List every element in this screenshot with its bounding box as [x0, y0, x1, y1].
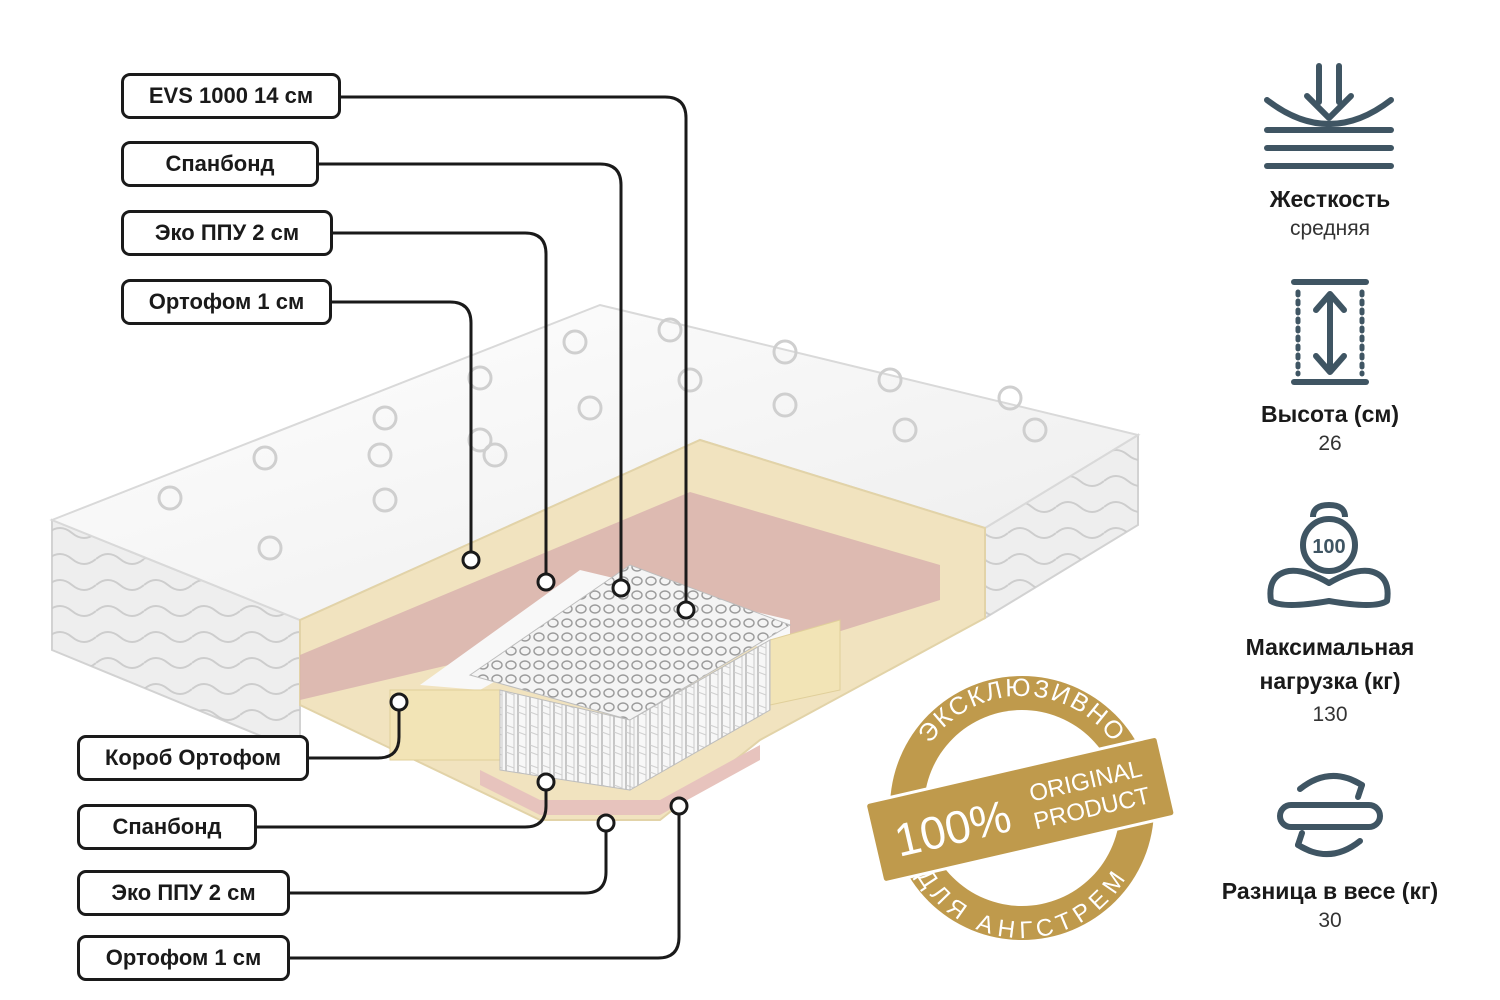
label-spunbond-bottom: Спанбонд	[77, 804, 257, 850]
max-load-icon: 100	[1267, 502, 1391, 608]
spec-max-load-title-2: нагрузка (кг)	[1259, 668, 1401, 694]
mattress	[49, 303, 1141, 821]
label-evs-1000: EVS 1000 14 см	[121, 73, 341, 119]
spec-height: Высота (см) 26	[1230, 397, 1430, 457]
mattress-tufts	[157, 317, 1048, 561]
spec-firmness: Жесткость средняя	[1230, 182, 1430, 242]
label-ortofom-bottom: Ортофом 1 см	[77, 935, 290, 981]
spec-height-value: 26	[1318, 432, 1342, 455]
leader-lines	[256, 95, 688, 960]
leader-dots	[389, 550, 696, 833]
label-ortofom-top: Ортофом 1 см	[121, 279, 332, 325]
firmness-icon	[1264, 63, 1394, 169]
spec-max-load-value: 130	[1312, 703, 1348, 726]
weight-difference-icon	[1277, 772, 1383, 858]
spec-firmness-value: средняя	[1290, 217, 1370, 240]
spec-weight-difference-value: 30	[1318, 909, 1342, 932]
original-product-seal: ЭКСКЛЮЗИВНО ДЛЯ АНГСТРЕМ 100% ORIGINAL P…	[864, 674, 1177, 944]
spec-max-load-title-1: Максимальная	[1245, 634, 1415, 660]
label-korob-ortofom: Короб Ортофом	[77, 735, 309, 781]
spec-weight-difference: Разница в весе (кг) 30	[1190, 874, 1470, 934]
label-eco-ppu-top: Эко ППУ 2 см	[121, 210, 333, 256]
spec-firmness-title: Жесткость	[1269, 186, 1391, 212]
height-icon	[1291, 279, 1369, 385]
label-eco-ppu-bottom: Эко ППУ 2 см	[77, 870, 290, 916]
spec-max-load: Максимальная нагрузка (кг) 130	[1215, 630, 1445, 728]
spring-block-top	[468, 564, 792, 721]
spec-height-title: Высота (см)	[1260, 401, 1400, 427]
spec-weight-difference-title: Разница в весе (кг)	[1221, 878, 1439, 904]
label-spunbond-top: Спанбонд	[121, 141, 319, 187]
max-load-icon-text: 100	[1312, 536, 1345, 558]
